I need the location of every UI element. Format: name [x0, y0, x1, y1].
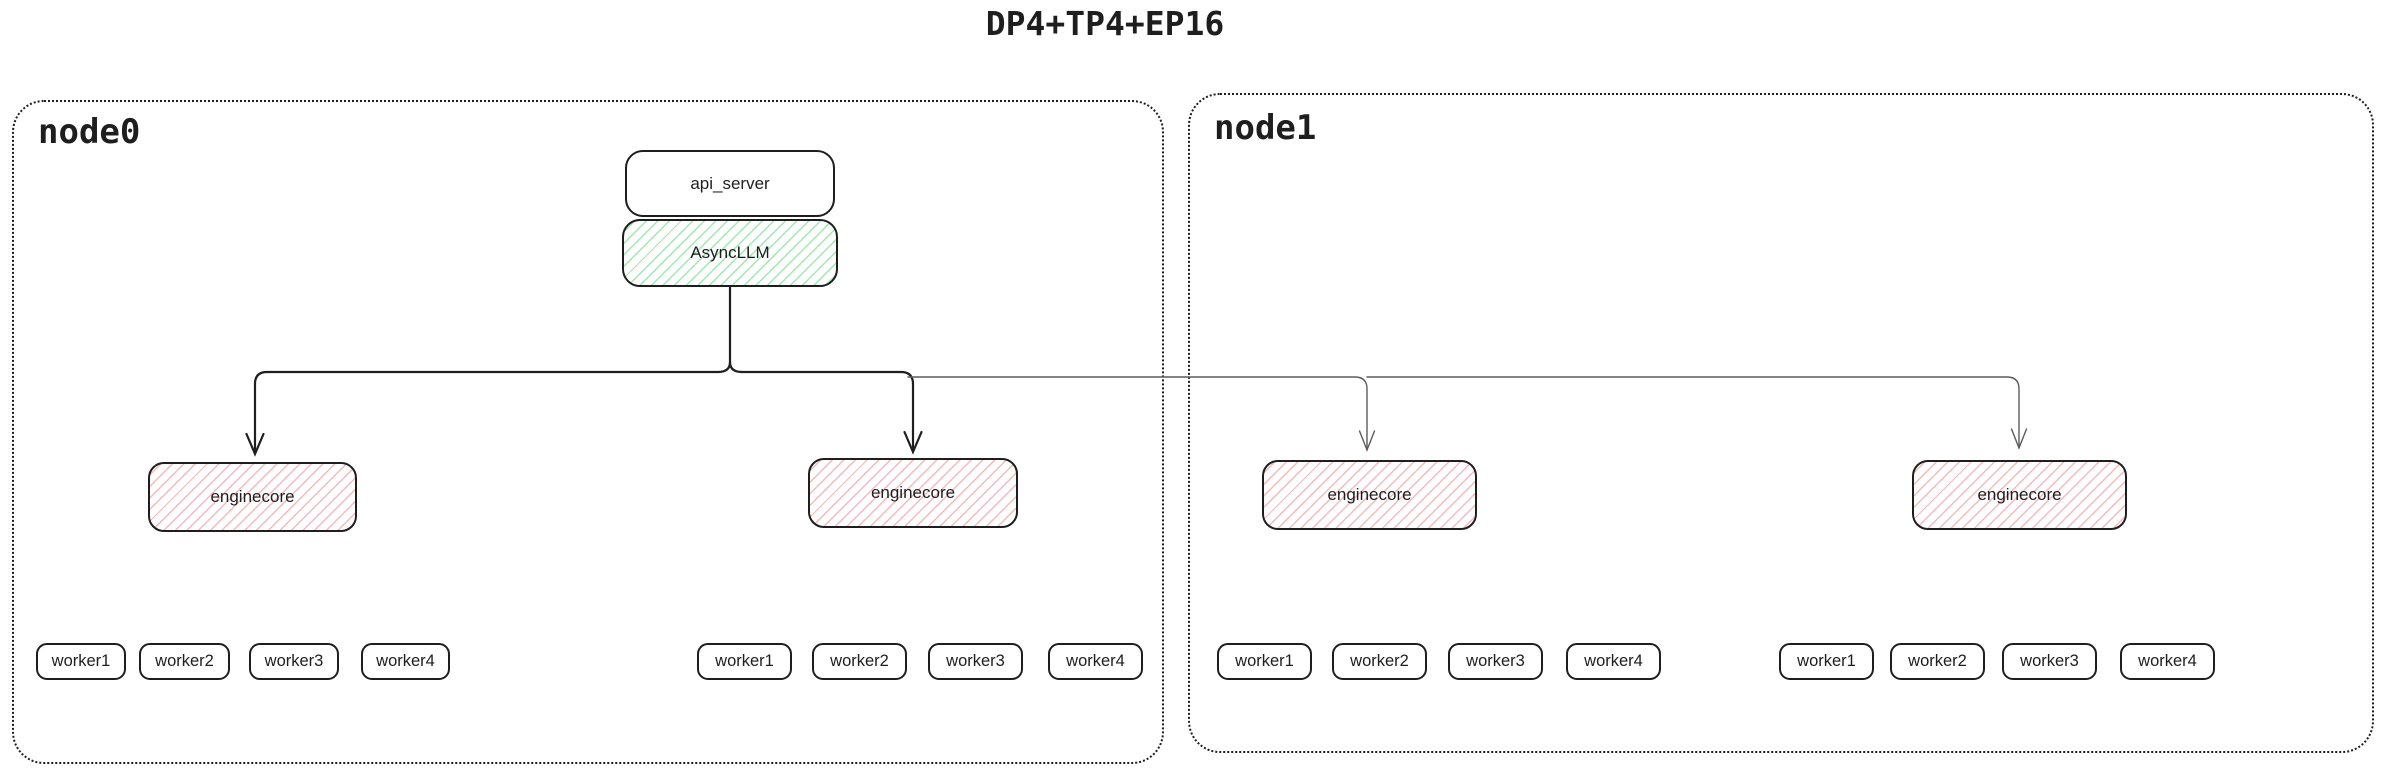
worker-box: worker2	[1890, 643, 1985, 680]
worker-box: worker2	[1332, 643, 1427, 680]
worker-box: worker4	[1566, 643, 1661, 680]
worker-box: worker1	[1779, 643, 1874, 680]
enginecore-box-1: enginecore	[148, 462, 357, 532]
enginecore-box-2: enginecore	[808, 458, 1018, 528]
worker-box: worker1	[1217, 643, 1312, 680]
diagram-title: DP4+TP4+EP16	[985, 4, 1225, 43]
enginecore-box-4: enginecore	[1912, 460, 2127, 530]
worker-box: worker3	[249, 643, 339, 680]
node1-label: node1	[1214, 108, 1317, 148]
worker-box: worker4	[1048, 643, 1143, 680]
worker-box: worker3	[928, 643, 1023, 680]
worker-box: worker3	[1448, 643, 1543, 680]
asyncllm-box: AsyncLLM	[622, 219, 838, 287]
worker-box: worker2	[812, 643, 907, 680]
api-server-box: api_server	[625, 150, 835, 217]
worker-box: worker1	[36, 643, 126, 680]
worker-box: worker4	[2120, 643, 2215, 680]
enginecore-box-3: enginecore	[1262, 460, 1477, 530]
worker-box: worker1	[697, 643, 792, 680]
node0-label: node0	[38, 112, 141, 152]
worker-box: worker2	[139, 643, 230, 680]
worker-box: worker3	[2002, 643, 2097, 680]
worker-box: worker4	[361, 643, 450, 680]
